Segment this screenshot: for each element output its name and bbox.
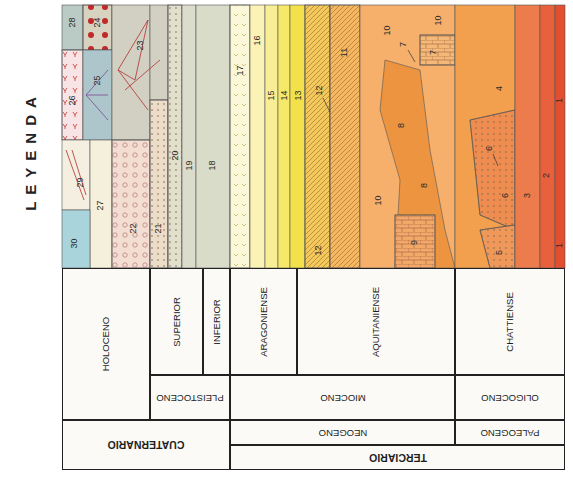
callout-number: 28 bbox=[67, 17, 76, 27]
callout-number: 22 bbox=[128, 223, 137, 233]
callout-number: 14 bbox=[279, 90, 288, 100]
stratigraphy-cell: ARAGONIENSE bbox=[230, 268, 297, 375]
callout-number: 21 bbox=[153, 223, 162, 233]
callout-number: 12 bbox=[314, 85, 323, 95]
callout-number: 3 bbox=[523, 192, 532, 197]
unit-name: SUPERIOR bbox=[172, 297, 182, 347]
legend-title: LEYENDA bbox=[23, 90, 38, 211]
unit-name: MIOCENO bbox=[320, 393, 365, 403]
callout-number: 1 bbox=[555, 97, 564, 102]
unit-name: INFERIOR bbox=[212, 299, 222, 344]
callout-number: 30 bbox=[69, 238, 78, 248]
callout-number: 15 bbox=[266, 90, 275, 100]
callout-number: 27 bbox=[95, 200, 104, 210]
callout-number: 10 bbox=[373, 195, 382, 205]
callout-number: 6 bbox=[501, 192, 510, 197]
stratigraphy-cell: PLEISTOCENO bbox=[150, 375, 230, 420]
unit-name: NEOGENO bbox=[318, 428, 367, 438]
unit-name: TERCIARIO bbox=[369, 452, 427, 463]
unit-name: CUATERNARIO bbox=[108, 440, 185, 451]
stratigraphy-cell: OLIGOCENO bbox=[455, 375, 565, 420]
stratigraphy-cell: NEOGENO bbox=[230, 420, 455, 445]
stratigraphy-cell: MIOCENO bbox=[230, 375, 455, 420]
callout-number: 25 bbox=[92, 75, 101, 85]
unit-name: OLIGOCENO bbox=[481, 393, 539, 403]
callout-number: 6 bbox=[485, 145, 494, 150]
unit-name: HOLOCENO bbox=[101, 317, 111, 371]
callout-number: 16 bbox=[252, 35, 261, 45]
callout-number: 29 bbox=[75, 177, 84, 187]
callout-number: 24 bbox=[92, 17, 101, 27]
stratigraphy-cell: TERCIARIO bbox=[230, 445, 565, 470]
unit-name: AQUITANIENSE bbox=[371, 286, 381, 356]
unit-name: PLEISTOCENO bbox=[156, 393, 223, 403]
stratigraphy-cell: CUATERNARIO bbox=[62, 420, 230, 470]
callout-number: 10 bbox=[433, 15, 442, 25]
callout-number: 12 bbox=[313, 245, 322, 255]
callout-number: 9 bbox=[410, 239, 419, 244]
stratigraphy-cell: CHATTIENSE bbox=[455, 268, 565, 375]
callout-number: 7 bbox=[399, 41, 408, 46]
callout-number: 26 bbox=[67, 95, 76, 105]
unit-name: PALEOGENO bbox=[481, 428, 540, 438]
callout-number: 13 bbox=[293, 90, 302, 100]
unit-name: ARAGONIENSE bbox=[259, 287, 269, 357]
callout-number: 8 bbox=[420, 182, 429, 187]
callout-number: 17 bbox=[235, 65, 244, 75]
callout-number: 20 bbox=[170, 150, 179, 160]
callout-number: 10 bbox=[382, 25, 391, 35]
callout-number: 8 bbox=[397, 122, 406, 127]
callout-number: 5 bbox=[495, 249, 504, 254]
stratigraphy-cell: PALEOGENO bbox=[455, 420, 565, 445]
stratigraphy-cell: HOLOCENO bbox=[62, 268, 150, 420]
stratigraphy-cell: AQUITANIENSE bbox=[297, 268, 455, 375]
stratigraphy-cell: SUPERIOR bbox=[150, 268, 203, 375]
unit-name: CHATTIENSE bbox=[505, 292, 515, 351]
callout-number: 1 bbox=[555, 242, 564, 247]
callout-number: 23 bbox=[135, 40, 144, 50]
callout-number: 11 bbox=[341, 47, 350, 56]
callout-number: 4 bbox=[495, 85, 504, 90]
callout-number: 7 bbox=[429, 49, 438, 54]
stratigraphy-cell: INFERIOR bbox=[203, 268, 230, 375]
callout-number: 2 bbox=[542, 172, 551, 177]
callout-number: 19 bbox=[184, 160, 193, 170]
callout-number: 18 bbox=[207, 160, 216, 170]
